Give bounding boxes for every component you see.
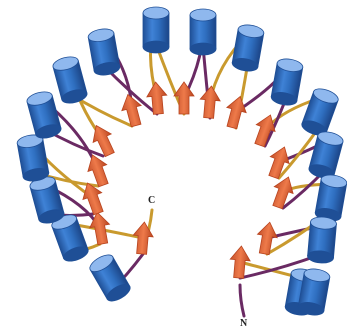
alpha-helix-cylinder <box>87 27 121 77</box>
alpha-helix-ring <box>16 7 347 317</box>
n-terminus-tail <box>240 285 244 316</box>
alpha-helix-cylinder <box>25 89 62 140</box>
alpha-helix-cylinder <box>307 216 337 264</box>
alpha-helix-cylinder <box>270 57 304 107</box>
beta-strand-sheet <box>78 81 298 279</box>
alpha-helix-cylinder <box>300 86 340 138</box>
n-terminus-label: N <box>240 318 248 329</box>
beta-strand-arrow <box>222 94 250 130</box>
alpha-helix-cylinder <box>51 54 88 105</box>
beta-strand-arrow <box>250 112 280 149</box>
c-terminus-label: C <box>148 195 155 206</box>
beta-strand-arrow <box>229 245 252 279</box>
alpha-helix-cylinder <box>87 252 133 305</box>
alpha-helix-cylinder <box>190 9 216 55</box>
alpha-helix-cylinder <box>314 173 347 223</box>
alpha-helix-cylinder <box>143 7 169 53</box>
beta-strand-arrow <box>268 174 298 211</box>
alpha-helix-cylinder <box>231 23 265 73</box>
beta-strand-arrow <box>146 81 169 115</box>
alpha-helix-cylinder <box>16 133 50 183</box>
alpha-helix-cylinder <box>28 174 65 225</box>
beta-strand-arrow <box>199 85 222 119</box>
beta-strand-arrow <box>264 144 294 181</box>
